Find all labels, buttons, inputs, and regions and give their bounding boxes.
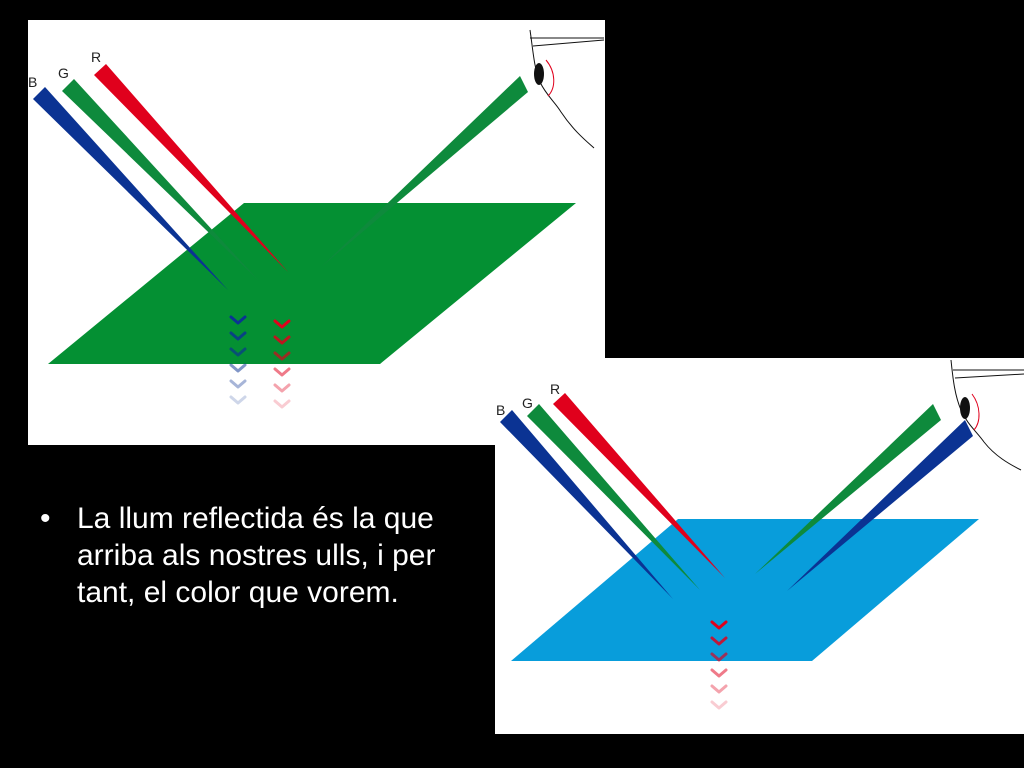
absorbed-chevron	[710, 684, 728, 694]
ray-label-blue: B	[496, 402, 505, 418]
green-surface-diagram: B G R	[28, 20, 605, 445]
absorbed-chevron	[273, 383, 291, 393]
absorbed-chevron	[710, 700, 728, 710]
absorbed-chevron	[229, 331, 247, 341]
absorbed-chevron	[710, 668, 728, 678]
incident-green-ray	[527, 404, 700, 590]
cyan-surface	[511, 519, 979, 661]
incident-rays	[500, 393, 725, 599]
green-surface-svg: B G R	[28, 29, 605, 409]
absorbed-red-chevrons	[710, 620, 728, 710]
ray-label-green: G	[522, 395, 533, 411]
bullet-marker: •	[40, 502, 51, 535]
ray-label-red: R	[550, 381, 560, 397]
ray-label-red: R	[91, 49, 101, 65]
bullet-text: La llum reflectida és la que arriba als …	[77, 502, 436, 609]
absorbed-chevron	[273, 367, 291, 377]
incident-rays	[33, 64, 288, 290]
absorbed-chevron	[710, 636, 728, 646]
observer-eye-icon	[529, 29, 605, 149]
absorbed-chevron	[273, 399, 291, 409]
incident-red-ray	[553, 393, 725, 578]
incident-blue-ray	[33, 87, 228, 290]
absorbed-chevron	[273, 335, 291, 345]
incident-blue-ray	[500, 410, 673, 599]
ray-label-blue: B	[28, 74, 37, 90]
absorbed-chevron	[229, 363, 247, 373]
green-surface	[48, 203, 576, 364]
ray-label-green: G	[58, 65, 69, 81]
absorbed-chevron	[229, 395, 247, 405]
absorbed-chevron	[229, 379, 247, 389]
cyan-surface-svg: B G R	[496, 359, 1024, 710]
incident-red-ray	[94, 64, 288, 272]
absorbed-chevron	[229, 315, 247, 325]
absorbed-chevron	[229, 347, 247, 357]
reflected-blue-ray	[787, 420, 973, 591]
observer-eye-icon	[950, 359, 1024, 471]
incident-green-ray	[62, 79, 260, 282]
absorbed-chevron	[710, 620, 728, 630]
reflected-green-ray	[755, 404, 941, 574]
absorbed-chevron	[273, 319, 291, 329]
reflected-green-ray	[320, 76, 528, 268]
absorbed-blue-chevrons	[229, 315, 247, 405]
cyan-surface-diagram: B G R	[495, 358, 1024, 734]
absorbed-chevron	[273, 351, 291, 361]
absorbed-chevron	[710, 652, 728, 662]
absorbed-red-chevrons	[273, 319, 291, 409]
